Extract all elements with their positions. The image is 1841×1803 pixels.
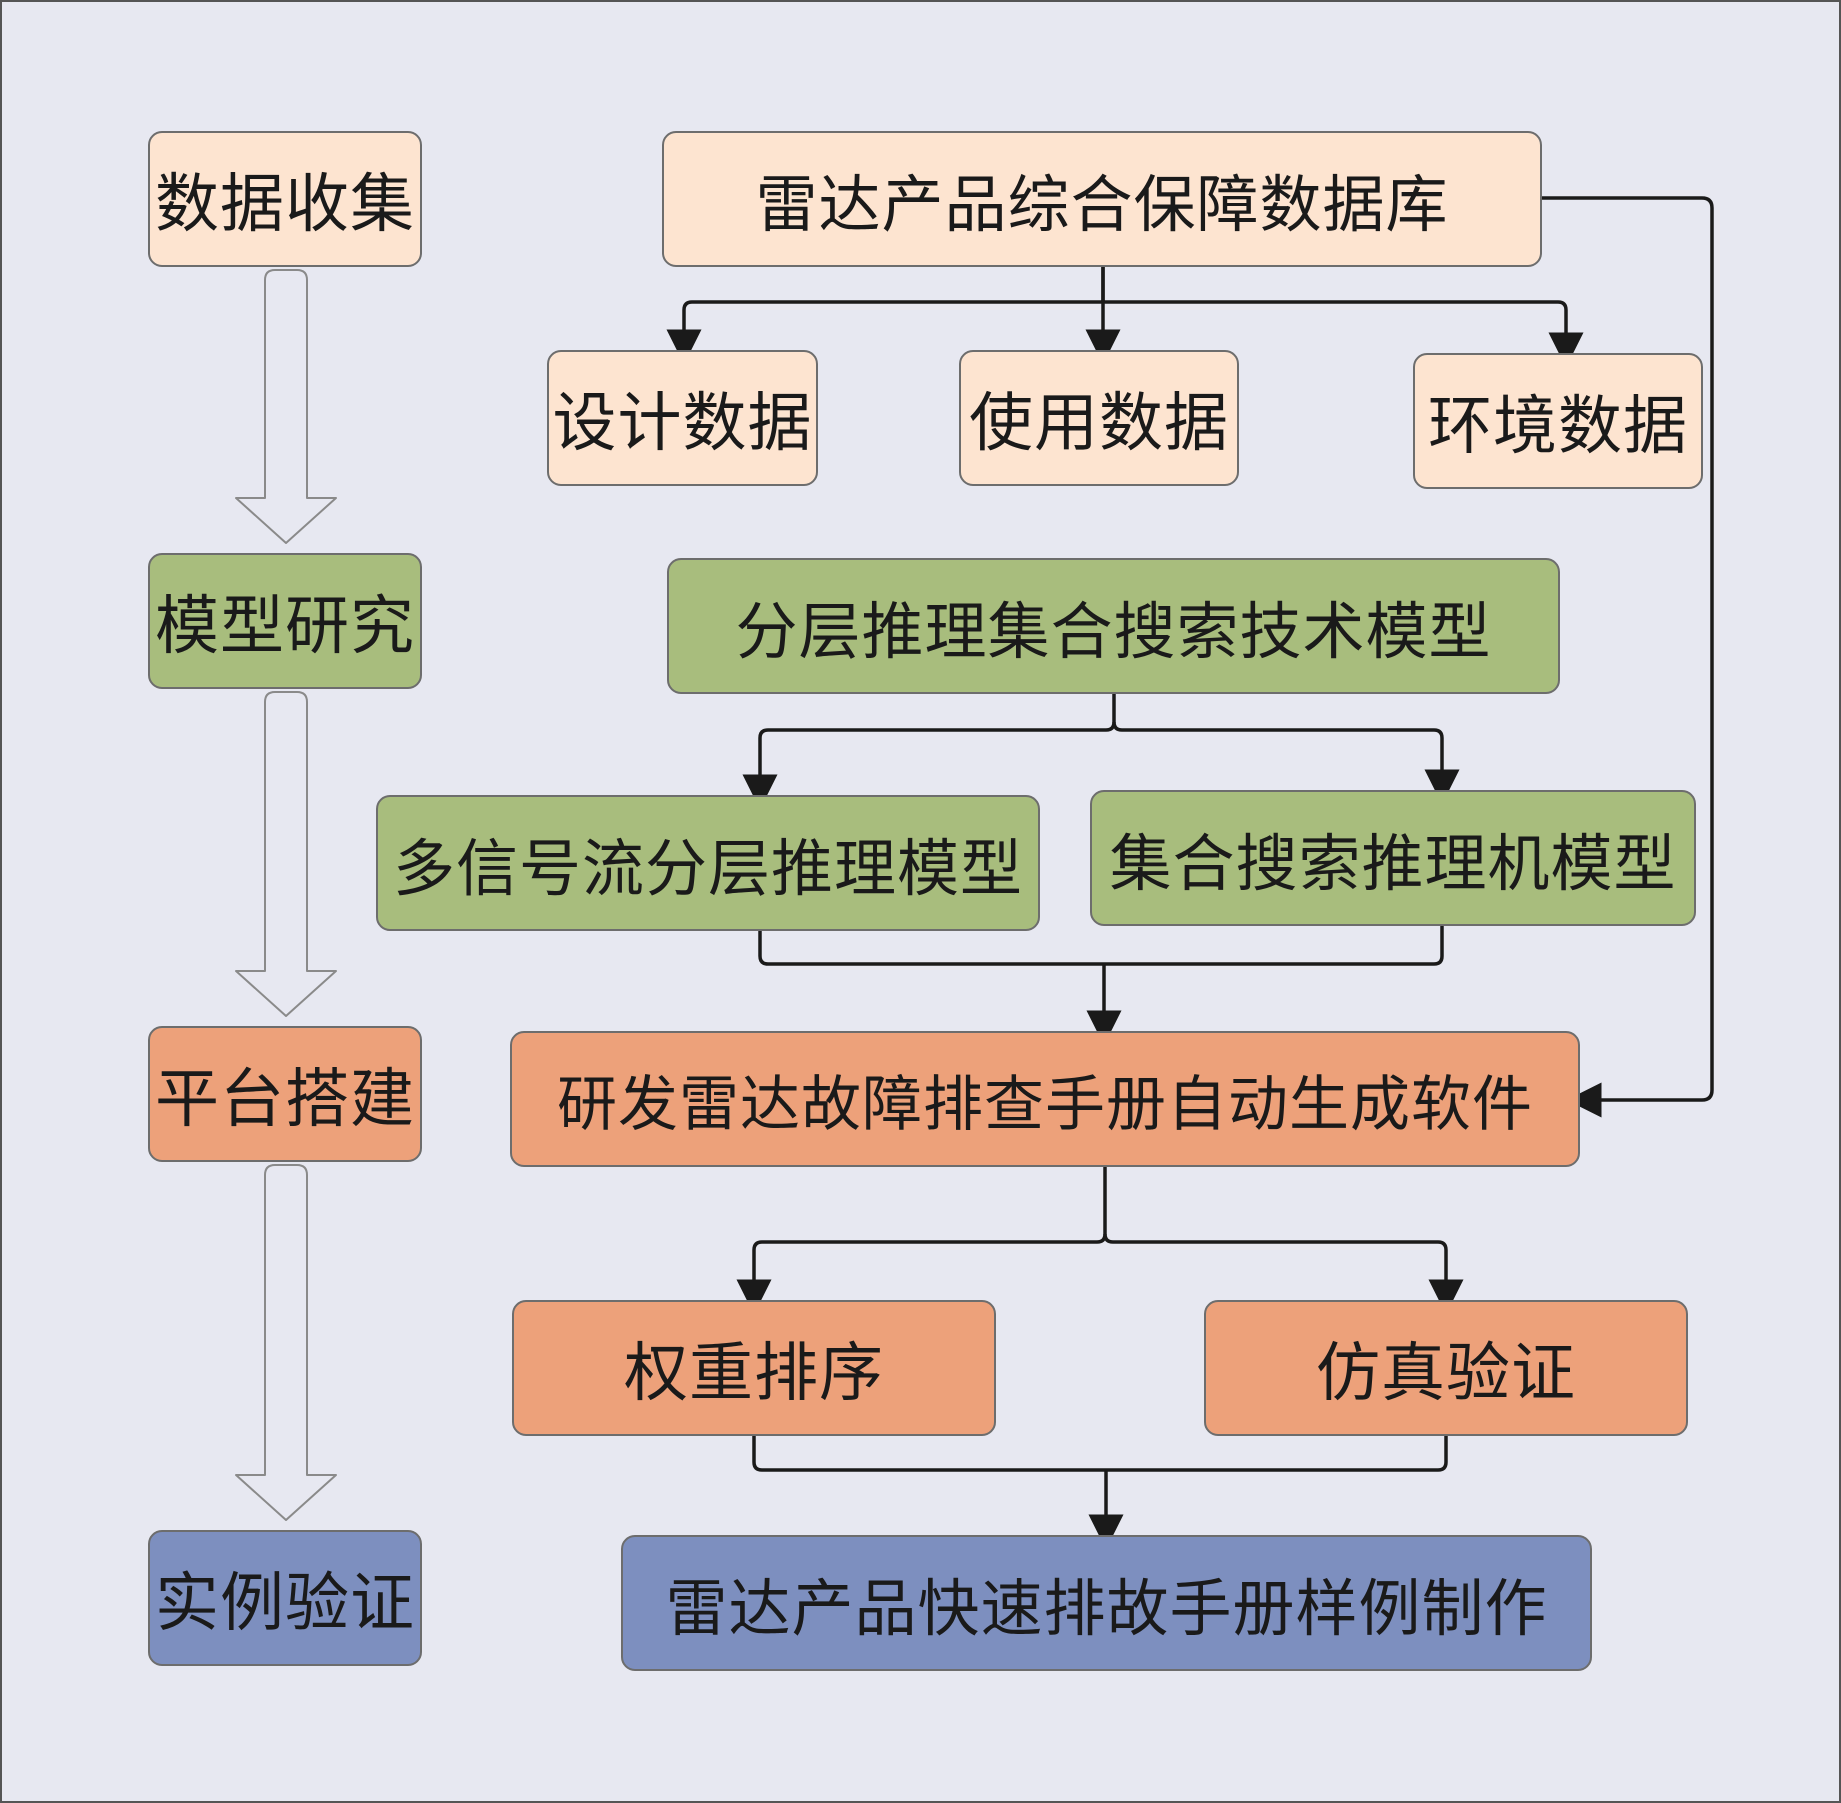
design-data-box: 设计数据 <box>547 350 818 486</box>
hollow-arrow-platform-to-verify <box>235 1164 337 1521</box>
simulation-verification-box: 仿真验证 <box>1204 1300 1688 1436</box>
quick-troubleshooting-manual-sample-label: 雷达产品快速排故手册样例制作 <box>665 1572 1548 1645</box>
hollow-arrow-collect-to-model <box>235 269 337 544</box>
multi-signal-flow-model-label: 多信号流分层推理模型 <box>392 832 1023 905</box>
radar-support-database-label: 雷达产品综合保障数据库 <box>755 168 1449 241</box>
hollow-arrow-model-to-platform <box>235 691 337 1017</box>
usage-data-label: 使用数据 <box>969 387 1229 461</box>
stage-case-verification: 实例验证 <box>148 1530 422 1666</box>
radar-support-database-box: 雷达产品综合保障数据库 <box>662 131 1542 267</box>
usage-data-box: 使用数据 <box>959 350 1239 486</box>
weight-sorting-box: 权重排序 <box>512 1300 996 1436</box>
environment-data-box: 环境数据 <box>1413 353 1703 489</box>
simulation-verification-label: 仿真验证 <box>1316 1337 1576 1411</box>
multi-signal-flow-model-box: 多信号流分层推理模型 <box>376 795 1040 931</box>
connector-database-to-environment-data <box>1101 299 1584 368</box>
hierarchical-set-search-model-box: 分层推理集合搜索技术模型 <box>667 558 1560 694</box>
stage-platform-build: 平台搭建 <box>148 1026 422 1162</box>
stage-model-research-label: 模型研究 <box>155 590 415 664</box>
stage-model-research: 模型研究 <box>148 553 422 689</box>
set-search-inference-engine-box: 集合搜索推理机模型 <box>1090 790 1696 926</box>
connector-hierarchical-to-multi-signal <box>742 694 1116 810</box>
environment-data-label: 环境数据 <box>1428 390 1688 464</box>
manual-generation-software-label: 研发雷达故障排查手册自动生成软件 <box>557 1069 1533 1140</box>
connector-validation-merge <box>752 1436 1448 1472</box>
stage-platform-build-label: 平台搭建 <box>155 1063 415 1137</box>
quick-troubleshooting-manual-sample-box: 雷达产品快速排故手册样例制作 <box>621 1535 1592 1671</box>
connector-models-merge <box>758 926 1444 966</box>
connector-database-to-software <box>1542 196 1714 1118</box>
manual-generation-software-box: 研发雷达故障排查手册自动生成软件 <box>510 1031 1580 1167</box>
connector-database-to-design-data <box>666 267 1105 365</box>
stage-data-collection-label: 数据收集 <box>155 168 415 242</box>
stage-data-collection: 数据收集 <box>148 131 422 267</box>
design-data-label: 设计数据 <box>552 387 813 461</box>
set-search-inference-engine-label: 集合搜索推理机模型 <box>1109 827 1677 900</box>
connector-software-to-simulation <box>1103 1233 1464 1315</box>
weight-sorting-label: 权重排序 <box>624 1337 884 1411</box>
connector-software-to-weight-sort <box>736 1167 1107 1315</box>
stage-case-verification-label: 实例验证 <box>155 1567 415 1641</box>
connector-hierarchical-to-set-search <box>1112 721 1460 805</box>
hierarchical-set-search-model-label: 分层推理集合搜索技术模型 <box>735 595 1492 668</box>
